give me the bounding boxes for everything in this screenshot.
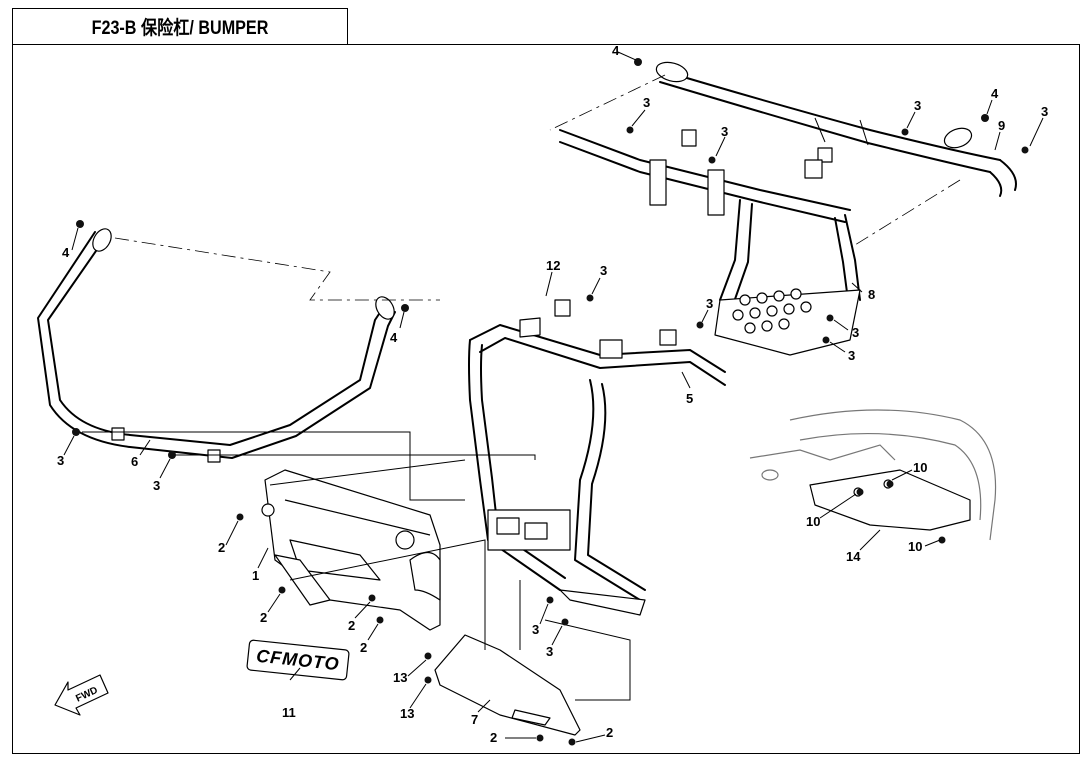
callout-3: 3 xyxy=(643,95,650,110)
callout-labels: 4 3 3 4 3 3 9 4 4 12 3 3 8 3 3 5 3 6 3 2… xyxy=(57,43,1048,745)
callout-10: 10 xyxy=(806,514,820,529)
callout-4: 4 xyxy=(390,330,398,345)
fasteners xyxy=(72,58,1029,746)
callout-10: 10 xyxy=(913,460,927,475)
callout-3: 3 xyxy=(721,124,728,139)
mount-plate-part-14 xyxy=(749,409,997,541)
page-title: F23-B 保险杠/ BUMPER xyxy=(91,18,269,39)
callout-2: 2 xyxy=(606,725,613,740)
callout-2: 2 xyxy=(348,618,355,633)
callout-9: 9 xyxy=(998,118,1005,133)
callout-4: 4 xyxy=(62,245,70,260)
callout-3: 3 xyxy=(600,263,607,278)
callout-3: 3 xyxy=(852,325,859,340)
callout-4: 4 xyxy=(991,86,999,101)
callout-7: 7 xyxy=(471,712,478,727)
callout-3: 3 xyxy=(532,622,539,637)
step-plate-holes xyxy=(732,288,812,334)
callout-10: 10 xyxy=(908,539,922,554)
leader-lines xyxy=(63,51,1044,743)
title-box: F23-B 保险杠/ BUMPER xyxy=(12,8,348,45)
callout-3: 3 xyxy=(848,348,855,363)
callout-4: 4 xyxy=(612,43,620,58)
callout-2: 2 xyxy=(360,640,367,655)
callout-14: 14 xyxy=(846,549,861,564)
callout-3: 3 xyxy=(57,453,64,468)
callout-11: 11 xyxy=(282,705,296,720)
callout-3: 3 xyxy=(546,644,553,659)
rear-frame-part-8 xyxy=(559,129,861,356)
callout-5: 5 xyxy=(686,391,693,406)
callout-1: 1 xyxy=(252,568,259,583)
skid-bracket-part-7 xyxy=(434,634,581,736)
side-guard-bar-part-6 xyxy=(37,228,396,463)
center-bumper-frame-part-5 xyxy=(468,299,726,616)
callout-3: 3 xyxy=(706,296,713,311)
callout-13: 13 xyxy=(393,670,407,685)
callout-3: 3 xyxy=(1041,104,1048,119)
callout-3: 3 xyxy=(153,478,160,493)
rear-top-bar-part-9 xyxy=(655,61,1017,197)
callout-6: 6 xyxy=(131,454,138,469)
callout-3: 3 xyxy=(914,98,921,113)
front-bumper-cover-part-1 xyxy=(261,469,441,631)
callout-2: 2 xyxy=(490,730,497,745)
forward-direction-arrow: FWD xyxy=(54,674,109,716)
cfmoto-emblem-part-11: CFMOTO xyxy=(246,639,350,681)
callout-2: 2 xyxy=(260,610,267,625)
callout-8: 8 xyxy=(868,287,875,302)
callout-13: 13 xyxy=(400,706,414,721)
callout-12: 12 xyxy=(546,258,560,273)
callout-2: 2 xyxy=(218,540,225,555)
drawing-frame xyxy=(12,44,1080,754)
assembly-lines xyxy=(82,74,961,701)
